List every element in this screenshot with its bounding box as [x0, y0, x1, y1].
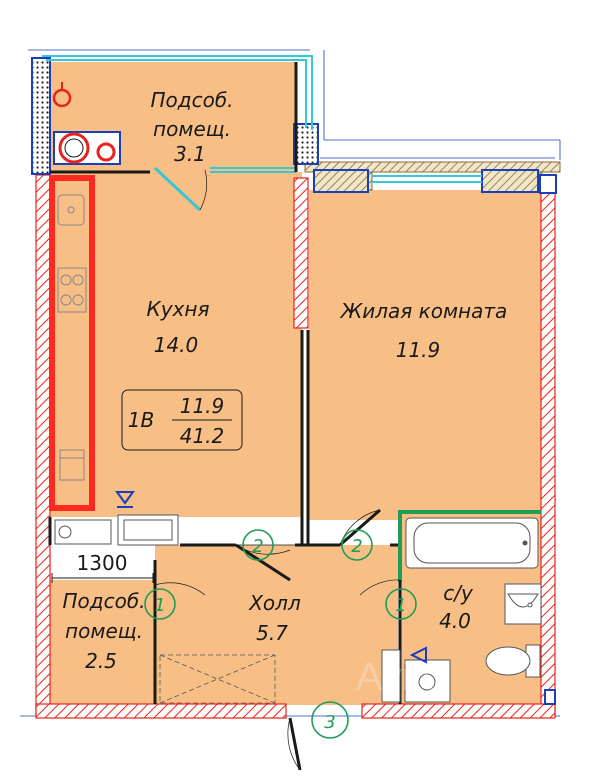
marker-numbers: 2 2 1 1 3: [154, 536, 406, 733]
columns: [31, 57, 557, 194]
bathroom-outline: [398, 512, 402, 582]
marker-number: 1: [154, 595, 165, 616]
access-marker-icon: [409, 646, 427, 664]
washing-machine-icon: [381, 649, 451, 703]
bathroom-name: с/у: [443, 581, 474, 605]
kitchen-name: Кухня: [147, 297, 210, 321]
dimension-line: [51, 573, 154, 583]
tag-total-area: 41.2: [180, 424, 225, 448]
labels: Подсоб. помещ. 3.1 Кухня 14.0 Жилая комн…: [62, 88, 507, 673]
stove-icon: [57, 267, 87, 313]
utility-bottom-floor: [50, 580, 155, 705]
hall-closet: [159, 654, 276, 704]
living-area: 11.9: [396, 338, 441, 362]
walls-hatched: [35, 174, 556, 719]
toilet-icon: [485, 644, 541, 678]
kitchen-area: 14.0: [154, 333, 199, 357]
door-marker-bathroom: [385, 588, 417, 620]
living-floor: [309, 190, 541, 520]
hall-area: 5.7: [256, 621, 288, 645]
washbasin-icon: [504, 583, 542, 625]
kitchen-counter: [49, 175, 95, 511]
hall-name: Холл: [248, 591, 301, 615]
wall-left: [35, 174, 51, 716]
dishwasher-icon: [59, 449, 85, 481]
windows: [42, 55, 482, 183]
sink-icon: [57, 194, 85, 226]
wall-bottom-right: [361, 703, 556, 719]
bathtub-icon: [405, 517, 539, 569]
marker-number: 3: [324, 712, 335, 733]
utility-bottom-line2: помещ.: [65, 619, 143, 643]
dimension-value: 1300: [77, 551, 128, 575]
marker-number: 2: [351, 536, 362, 557]
watermark: Avito: [356, 655, 444, 699]
door-marker-living: [341, 529, 373, 561]
wall-right: [540, 174, 556, 716]
utility-top-area: 3.1: [174, 142, 206, 166]
living-name: Жилая комната: [339, 299, 508, 323]
door-marker-kitchen: [242, 529, 274, 561]
utility-top-line2: помещ.: [153, 117, 231, 141]
utility-bottom-line1: Подсоб.: [62, 589, 145, 613]
marker-number: 2: [252, 536, 263, 557]
marker-number: 1: [395, 595, 406, 616]
tag-type: 1В: [128, 408, 154, 432]
bathroom-top-outline: [398, 510, 541, 514]
door-utility-top: [153, 166, 202, 212]
wall-partition-living: [293, 177, 309, 329]
level-marker-icon: [115, 491, 135, 508]
right-column: [544, 689, 556, 705]
door-marker-entrance: [311, 701, 349, 739]
wall-bottom-left: [35, 703, 287, 719]
boiler-icon: [52, 82, 121, 165]
utility-top-line1: Подсоб.: [150, 88, 233, 112]
door-markers: [144, 529, 417, 739]
washer-icon: [54, 514, 179, 546]
utility-bottom-area: 2.5: [85, 649, 117, 673]
tag-living-area: 11.9: [180, 394, 225, 418]
bathroom-area: 4.0: [439, 609, 471, 633]
door-marker-utility: [144, 588, 176, 620]
